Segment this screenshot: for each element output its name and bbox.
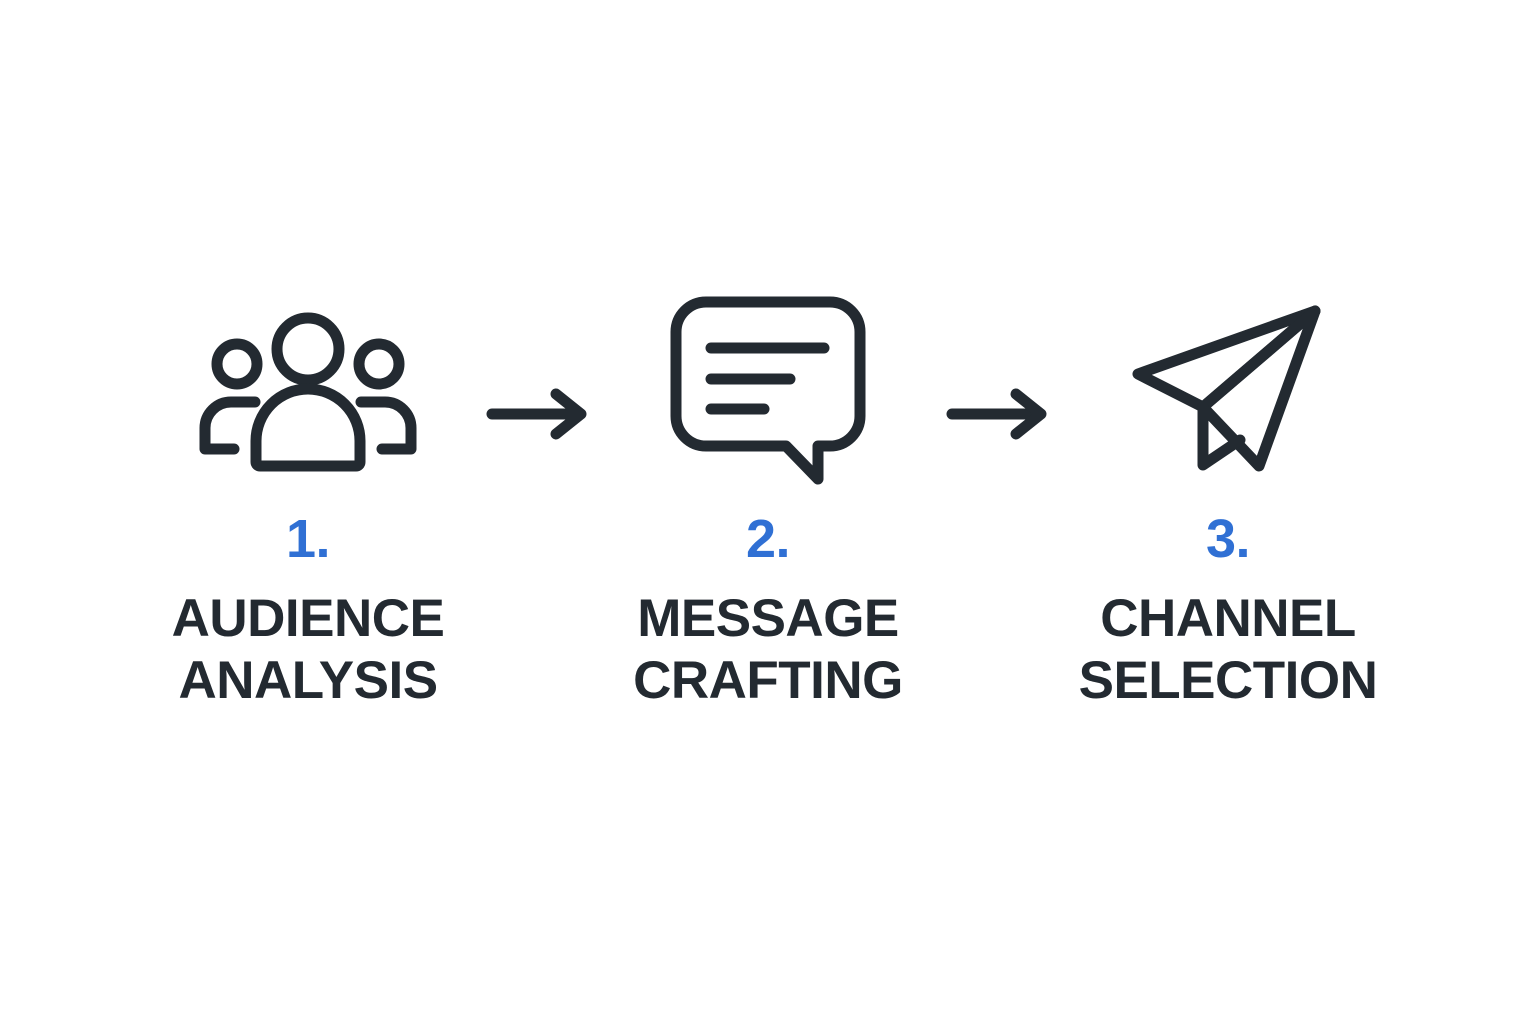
arrow-right-icon: [946, 386, 1050, 442]
step-2: 2. MESSAGE CRAFTING: [603, 0, 933, 712]
step-number-3: 3.: [1205, 509, 1251, 569]
step-title-2: MESSAGE CRAFTING: [633, 589, 903, 710]
step-number-2: 2.: [745, 509, 791, 569]
connector-2: [933, 0, 1063, 442]
speech-bubble-icon: [658, 296, 878, 486]
paper-plane-icon: [1118, 296, 1338, 486]
step-number-1: 1.: [285, 509, 331, 569]
step-1: 1. AUDIENCE ANALYSIS: [143, 0, 473, 712]
step-3: 3. CHANNEL SELECTION: [1063, 0, 1393, 712]
connector-1: [473, 0, 603, 442]
people-group-icon: [198, 296, 418, 486]
arrow-right-icon: [486, 386, 590, 442]
step-title-1: AUDIENCE ANALYSIS: [171, 589, 445, 710]
step-title-3: CHANNEL SELECTION: [1078, 589, 1378, 710]
